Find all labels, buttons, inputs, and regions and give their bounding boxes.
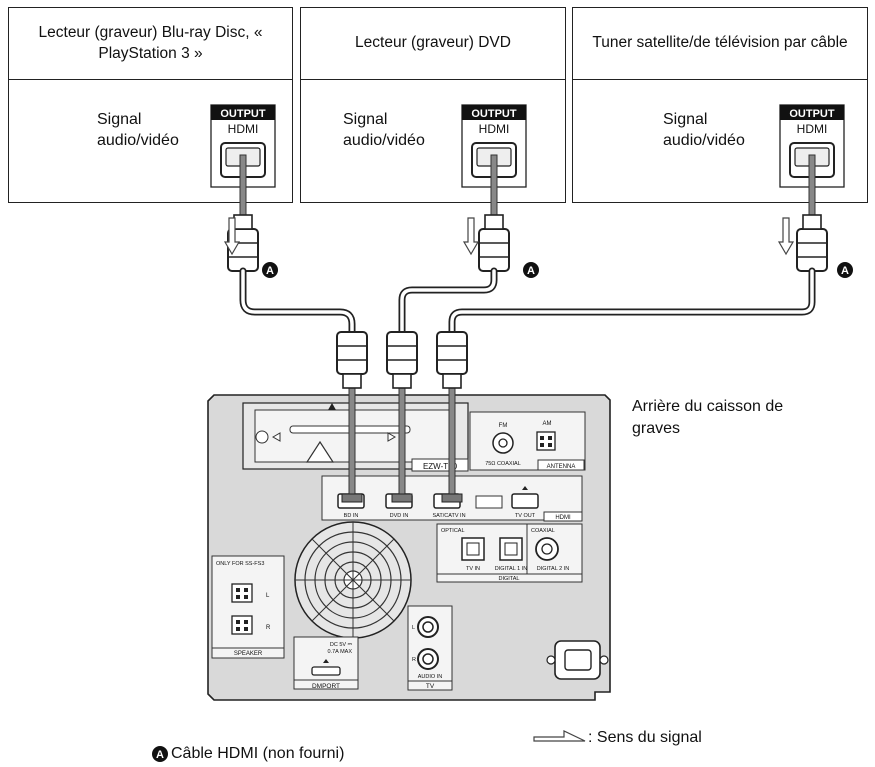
- only-for-label: ONLY FOR SS-FS3: [216, 561, 264, 567]
- callout-a-2-icon: A: [523, 262, 539, 278]
- svg-text:A: A: [527, 265, 535, 277]
- audio-l-label: L: [412, 625, 415, 631]
- model-label: EZW-T10: [423, 462, 458, 471]
- tv-out-label: TV OUT: [515, 513, 536, 519]
- svg-text:A: A: [841, 265, 849, 277]
- device-title-dvd: Lecteur (graveur) DVD: [301, 8, 565, 80]
- sat-in-label: SAT/CATV IN: [432, 513, 465, 519]
- output-port-bd: OUTPUT HDMI: [210, 104, 276, 188]
- audio-l-jack: [417, 616, 439, 638]
- ac-inlet-icon: [546, 640, 609, 680]
- am-terminal: [536, 431, 556, 451]
- signal-arrow-dvd-icon: [463, 217, 479, 255]
- output-label-bd: OUTPUT: [220, 108, 266, 120]
- tv-out-port: [511, 493, 539, 509]
- device-title-sat: Tuner satellite/de télévision par câble: [573, 8, 867, 80]
- fm-label: FM: [499, 423, 508, 429]
- callout-a-1-icon: A: [262, 262, 278, 278]
- signal-arrow-sat-icon: [778, 217, 794, 255]
- warning-icon: [305, 440, 335, 463]
- dc-max-label: 0.7A MAX: [328, 649, 353, 655]
- signal-label-bd: Signal audio/vidéo: [97, 111, 179, 149]
- dmport-port: [311, 666, 341, 676]
- am-label: AM: [543, 421, 552, 427]
- signal-direction-arrow-icon: [533, 730, 586, 742]
- speaker-label: SPEAKER: [234, 651, 263, 657]
- speaker-l-terminal: [231, 583, 253, 603]
- audio-in-label: AUDIO IN: [418, 674, 442, 680]
- output-label-sat: OUTPUT: [789, 108, 835, 120]
- svg-text:A: A: [156, 749, 164, 761]
- signal-label-dvd: Signal audio/vidéo: [343, 111, 425, 149]
- digital-label: DIGITAL: [499, 576, 520, 582]
- hdmi-label-sat: HDMI: [797, 122, 828, 136]
- hdmi-block-label: HDMI: [555, 515, 571, 521]
- subwoofer-label: Arrière du caisson de graves: [632, 398, 784, 438]
- subwoofer-rear-panel: EZW-T10 FM 75Ω COAXIAL AM ANTENNA BD IN …: [207, 394, 611, 701]
- speaker-r-terminal: [231, 615, 253, 635]
- legend-callout-a-icon: A: [152, 746, 168, 762]
- device-title-bd: Lecteur (graveur) Blu-ray Disc, « PlaySt…: [9, 8, 292, 80]
- signal-direction-legend: : Sens du signal: [588, 729, 702, 746]
- optical-label: OPTICAL: [441, 528, 465, 534]
- digital1-label: DIGITAL 1 IN: [495, 566, 527, 572]
- audio-r-label: R: [412, 657, 416, 663]
- digital2-label: DIGITAL 2 IN: [537, 566, 569, 572]
- dvd-in-label: DVD IN: [390, 513, 409, 519]
- tv-in-label: TV IN: [466, 566, 480, 572]
- coaxial-label: COAXIAL: [531, 528, 555, 534]
- hdmi-label-bd: HDMI: [228, 122, 259, 136]
- callout-a-3-icon: A: [837, 262, 853, 278]
- signal-label-sat: Signal audio/vidéo: [663, 111, 745, 149]
- speaker-r-label: R: [266, 625, 271, 631]
- svg-text:A: A: [266, 265, 274, 277]
- dc-label: DC 5V ⎓: [330, 642, 353, 648]
- hdmi-label-dvd: HDMI: [479, 122, 510, 136]
- dmport-label: DMPORT: [312, 683, 340, 690]
- antenna-label: ANTENNA: [547, 464, 576, 470]
- cable-legend: Câble HDMI (non fourni): [171, 745, 345, 762]
- speaker-l-label: L: [266, 593, 270, 599]
- bd-in-label: BD IN: [344, 513, 359, 519]
- tv-label: TV: [426, 683, 435, 690]
- output-label-dvd: OUTPUT: [471, 108, 517, 120]
- fm-coaxial-label: 75Ω COAXIAL: [485, 461, 521, 467]
- output-port-sat: OUTPUT HDMI: [779, 104, 845, 188]
- output-port-dvd: OUTPUT HDMI: [461, 104, 527, 188]
- audio-r-jack: [417, 648, 439, 670]
- fan-icon: [294, 521, 412, 639]
